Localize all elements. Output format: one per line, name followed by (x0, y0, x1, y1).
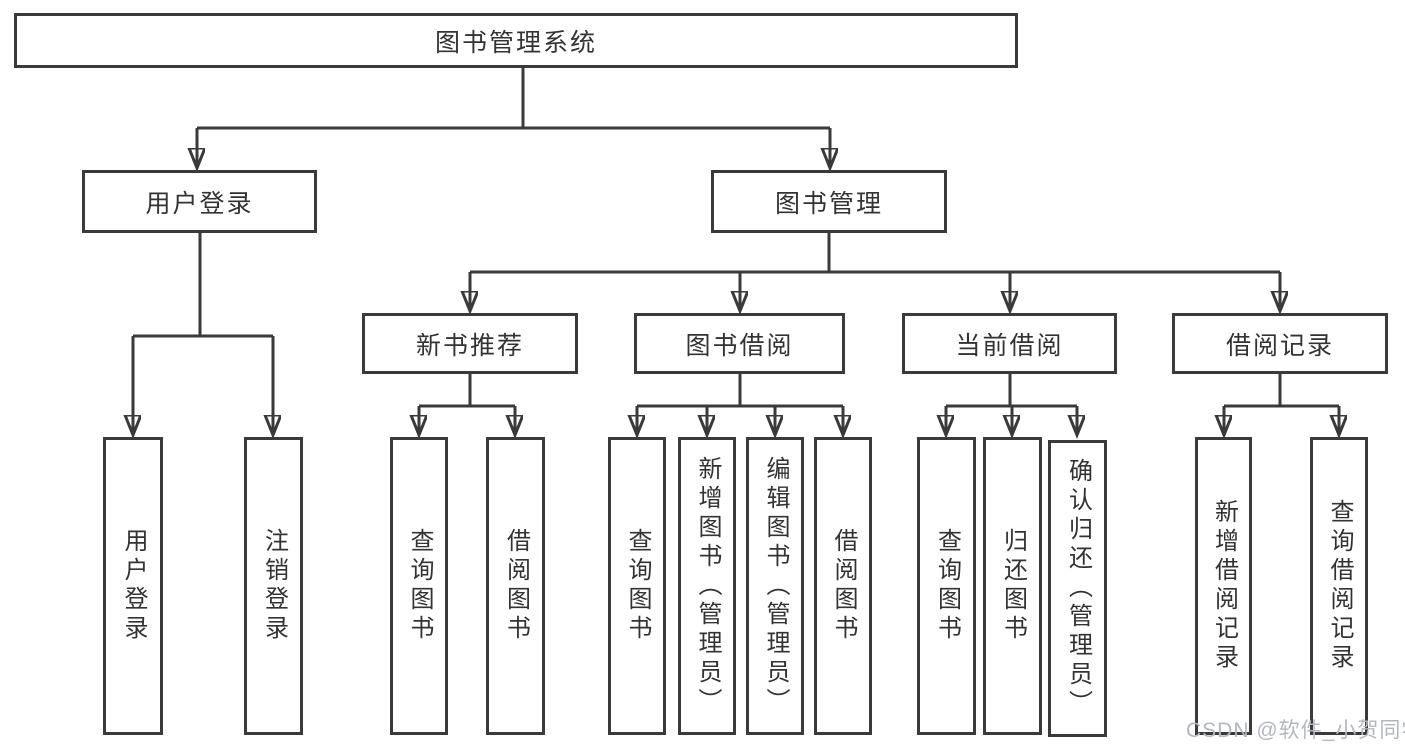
node-user-login: 用户登录 (82, 170, 317, 233)
leaf-nb-borrow-book: 借阅图书 (486, 437, 545, 735)
node-book-borrow: 图书借阅 (634, 313, 845, 374)
leaf-cur-query-book: 查询图书 (917, 437, 976, 735)
node-new-book-recommend-label: 新书推荐 (415, 331, 524, 360)
node-current-borrow: 当前借阅 (902, 313, 1117, 374)
node-user-login-label: 用户登录 (145, 189, 254, 218)
leaf-cur-confirm-return-admin: 确认归还（管理员） (1048, 440, 1107, 737)
leaf-logout-label: 注销登录 (260, 528, 288, 644)
leaf-user-login: 用户登录 (103, 437, 163, 735)
node-new-book-recommend: 新书推荐 (362, 313, 578, 374)
node-current-borrow-label: 当前借阅 (955, 331, 1064, 360)
leaf-rec-query-record-label: 查询借阅记录 (1326, 499, 1353, 673)
leaf-bw-edit-book-admin-label: 编辑图书（管理员） (762, 455, 789, 717)
leaf-nb-query-book: 查询图书 (390, 437, 448, 735)
leaf-bw-query-book-label: 查询图书 (624, 528, 651, 644)
leaf-cur-confirm-return-admin-label: 确认归还（管理员） (1064, 458, 1092, 719)
leaf-user-login-label: 用户登录 (120, 528, 147, 644)
node-book-borrow-label: 图书借阅 (685, 331, 794, 360)
node-borrow-records: 借阅记录 (1172, 313, 1388, 374)
leaf-nb-query-book-label: 查询图书 (406, 528, 433, 644)
node-book-mgmt-label: 图书管理 (774, 189, 883, 218)
leaf-bw-query-book: 查询图书 (608, 437, 666, 735)
leaf-rec-add-record: 新增借阅记录 (1195, 437, 1252, 735)
leaf-bw-add-book-admin: 新增图书（管理员） (678, 437, 736, 735)
leaf-rec-query-record: 查询借阅记录 (1310, 437, 1368, 735)
leaf-bw-add-book-admin-label: 新增图书（管理员） (694, 455, 721, 717)
csdn-watermark: CSDN @软件_小贺同学 (1186, 719, 1405, 742)
leaf-cur-query-book-label: 查询图书 (933, 528, 961, 644)
leaf-rec-add-record-label: 新增借阅记录 (1210, 499, 1238, 673)
node-borrow-records-label: 借阅记录 (1225, 331, 1334, 360)
node-book-mgmt: 图书管理 (711, 170, 947, 233)
leaf-bw-edit-book-admin: 编辑图书（管理员） (746, 437, 804, 735)
leaf-cur-return-book: 归还图书 (983, 437, 1042, 735)
leaf-logout: 注销登录 (244, 437, 303, 735)
leaf-bw-borrow-book: 借阅图书 (814, 437, 872, 735)
leaf-cur-return-book-label: 归还图书 (999, 528, 1027, 644)
node-root-label: 图书管理系统 (434, 28, 597, 57)
node-root: 图书管理系统 (14, 13, 1018, 68)
leaf-nb-borrow-book-label: 借阅图书 (502, 528, 530, 644)
leaf-bw-borrow-book-label: 借阅图书 (830, 528, 857, 644)
